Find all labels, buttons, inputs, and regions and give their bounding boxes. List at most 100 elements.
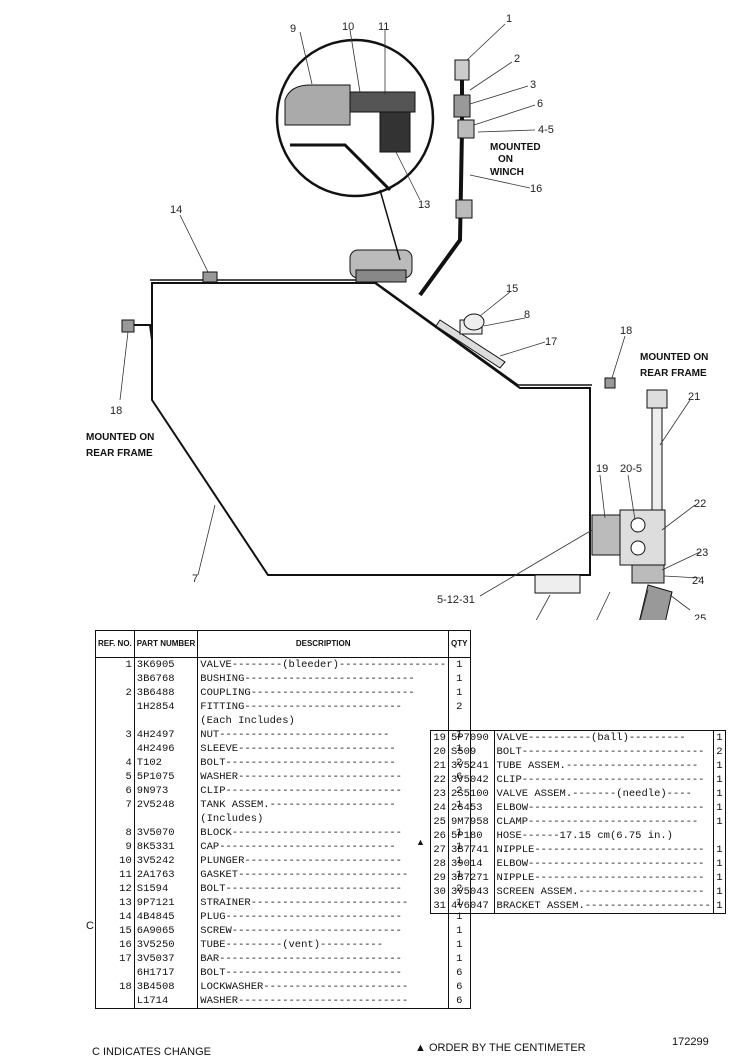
callout-7: 7 [192, 573, 198, 585]
cell-part: S509 [448, 745, 495, 759]
note-winch-2: ON [498, 154, 513, 165]
cell-desc: NIPPLE--------------------------- [494, 843, 714, 857]
cell-desc: GASKET--------------------------- [197, 868, 450, 882]
cell-desc: CLIP---------------------------- [197, 784, 450, 798]
clip-lower [455, 199, 473, 219]
coupling [453, 94, 471, 118]
cell-ref [95, 672, 135, 686]
callout-14: 14 [170, 204, 182, 216]
cell-part: 3V5042 [448, 773, 495, 787]
cell-desc: SLEEVE------------------------- [197, 742, 450, 756]
cell-part: S1594 [134, 882, 199, 896]
cell-ref: 12 [95, 882, 135, 896]
callout-23: 23 [696, 547, 708, 559]
cell-ref: 2 [95, 686, 135, 700]
cap-base [355, 269, 407, 283]
cell-desc: WASHER-------------------------- [197, 770, 450, 784]
screen-assembly [534, 574, 581, 594]
cell-qty: 1 [716, 886, 723, 898]
cell-qty: 1 [716, 760, 723, 772]
cell-ref: 20 [430, 745, 449, 759]
cell-part: 3V5241 [448, 759, 495, 773]
cell-part: 8K5331 [134, 840, 199, 854]
cell-desc: WASHER--------------------------- [197, 994, 450, 1009]
table-row: (Includes) [95, 812, 471, 826]
note-winch-3: WINCH [490, 167, 524, 178]
header-part: PART NUMBER [134, 630, 199, 658]
cell-desc: VALVE----------(ball)--------- [494, 730, 714, 745]
cell-part: 3V5037 [134, 952, 199, 966]
table-row: 4H2496 SLEEVE-------------------------1 [95, 742, 471, 756]
callout-18-left: 18 [110, 405, 122, 417]
cell-ref [95, 966, 135, 980]
cell-part: T102 [134, 756, 199, 770]
header-qty: QTY [448, 630, 470, 658]
callout-15: 15 [506, 283, 518, 295]
cell-desc: COUPLING-------------------------- [197, 686, 450, 700]
tube-assembly [651, 404, 663, 516]
cell-ref: 17 [95, 952, 135, 966]
cell-desc: SCREEN ASSEM.-------------------- [494, 885, 714, 899]
bar-part [435, 319, 506, 369]
callout-2: 2 [514, 53, 520, 65]
cell-ref: 21 [430, 759, 449, 773]
cell-desc: (Includes) [197, 812, 450, 826]
note-rear-right-1: MOUNTED ON [640, 352, 708, 363]
cell-qty: 6 [456, 995, 463, 1007]
cell-ref: 30 [430, 885, 449, 899]
callout-10: 10 [342, 21, 354, 33]
cell-qty: 1 [456, 953, 463, 965]
callout-25: 25 [694, 613, 706, 620]
cell-part: 4H2497 [134, 728, 199, 742]
detail-cap-section [284, 84, 416, 261]
cell-part: 3V5043 [448, 885, 495, 899]
figure-number: 172299 [672, 1036, 709, 1048]
cell-qty: 2 [716, 746, 723, 758]
cell-ref: 9 [95, 840, 135, 854]
cell-part: 1H2854 [134, 700, 199, 714]
valve-bleeder [454, 59, 470, 81]
cell-qty: 1 [716, 774, 723, 786]
cell-desc: BOLT--------------------------- [197, 756, 450, 770]
cell-part: 3B6768 [134, 672, 199, 686]
cell-desc: ELBOW---------------------------- [494, 857, 714, 871]
cell-ref: 28 [430, 857, 449, 871]
cell-ref: 31 [430, 899, 449, 914]
cell-desc: (Each Includes) [197, 714, 450, 728]
cell-desc: PLUNGER------------------------- [197, 854, 450, 868]
cell-part: 3V5242 [134, 854, 199, 868]
cell-part: 3V5250 [134, 938, 199, 952]
callout-6: 6 [537, 98, 543, 110]
cell-desc: NUT--------------------------- [197, 728, 450, 742]
cell-part: 3B7741 [448, 843, 495, 857]
cell-desc: FITTING------------------------- [197, 700, 450, 714]
cell-qty: 1 [456, 673, 463, 685]
cell-ref: 19 [430, 730, 449, 745]
cell-qty: 1 [716, 816, 723, 828]
detail-circle [275, 38, 435, 198]
cell-ref: 10 [95, 854, 135, 868]
cell-qty: 1 [456, 659, 463, 671]
cell-qty: 1 [716, 732, 723, 744]
cell-ref: 24 [430, 801, 449, 815]
cell-ref: 6 [95, 784, 135, 798]
cell-qty: 6 [456, 967, 463, 979]
cell-desc: ELBOW---------------------------- [494, 801, 714, 815]
fuel-tank-diagram: 1 2 3 6 4-5 16 9 10 11 13 14 15 8 17 18 … [86, 13, 708, 620]
